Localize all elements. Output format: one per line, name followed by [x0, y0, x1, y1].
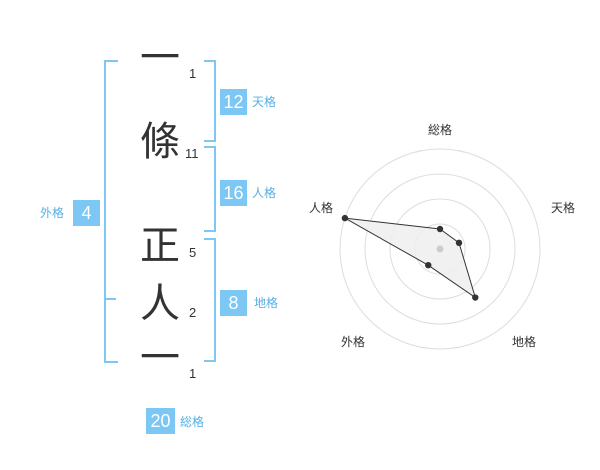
stroke-count-1: 1: [189, 66, 197, 81]
chikaku-label: 地格: [254, 296, 279, 310]
jinkaku-badge: 16: [220, 180, 247, 206]
radar-point-4: [425, 261, 432, 269]
radar-axis-label-tenkaku: 天格: [551, 201, 576, 215]
radar-shape: [344, 217, 477, 299]
stroke-count-4: 2: [189, 305, 197, 320]
gaikaku-badge: 4: [73, 200, 100, 226]
name-char-3: 正: [140, 223, 180, 269]
radar-ring: [364, 173, 516, 325]
soukaku-badge: 20: [146, 408, 175, 434]
stroke-count-5: 1: [189, 366, 197, 381]
radar-points: [341, 214, 479, 301]
name-char-1: 一: [140, 35, 180, 81]
radar-point-3: [472, 294, 479, 301]
radar-axis-label-jinkaku: 人格: [309, 201, 334, 215]
tenkaku-badge: 12: [220, 89, 247, 115]
radar-point-1: [436, 225, 444, 233]
name-char-2: 條: [140, 119, 180, 165]
gaikaku-label: 外格: [40, 206, 65, 220]
jinkaku-bracket: [204, 146, 216, 232]
gaikaku-bracket: [104, 60, 118, 363]
radar-axis-label-chikaku: 地格: [512, 335, 537, 349]
stroke-count-3: 5: [189, 245, 197, 260]
radar-point-2: [455, 239, 463, 247]
radar-axis-label-gaikaku: 外格: [341, 335, 366, 349]
name-char-4: 人: [140, 281, 180, 327]
stroke-count-2: 11: [185, 146, 199, 161]
chikaku-bracket: [204, 238, 216, 362]
name-char-5: 一: [140, 335, 180, 381]
tenkaku-label: 天格: [252, 95, 277, 109]
radar-center-dot: [436, 245, 444, 253]
radar-ring: [339, 148, 541, 350]
gaikaku-bracket-tick: [104, 298, 116, 300]
jinkaku-label: 人格: [252, 186, 277, 200]
radar-rings: [339, 148, 541, 350]
chikaku-badge: 8: [220, 290, 247, 316]
radar-axis-label-soukaku: 総格: [428, 123, 453, 137]
radar-ring: [389, 198, 491, 300]
radar-point-5: [341, 214, 349, 222]
tenkaku-bracket: [204, 60, 216, 142]
soukaku-label: 総格: [180, 415, 205, 429]
